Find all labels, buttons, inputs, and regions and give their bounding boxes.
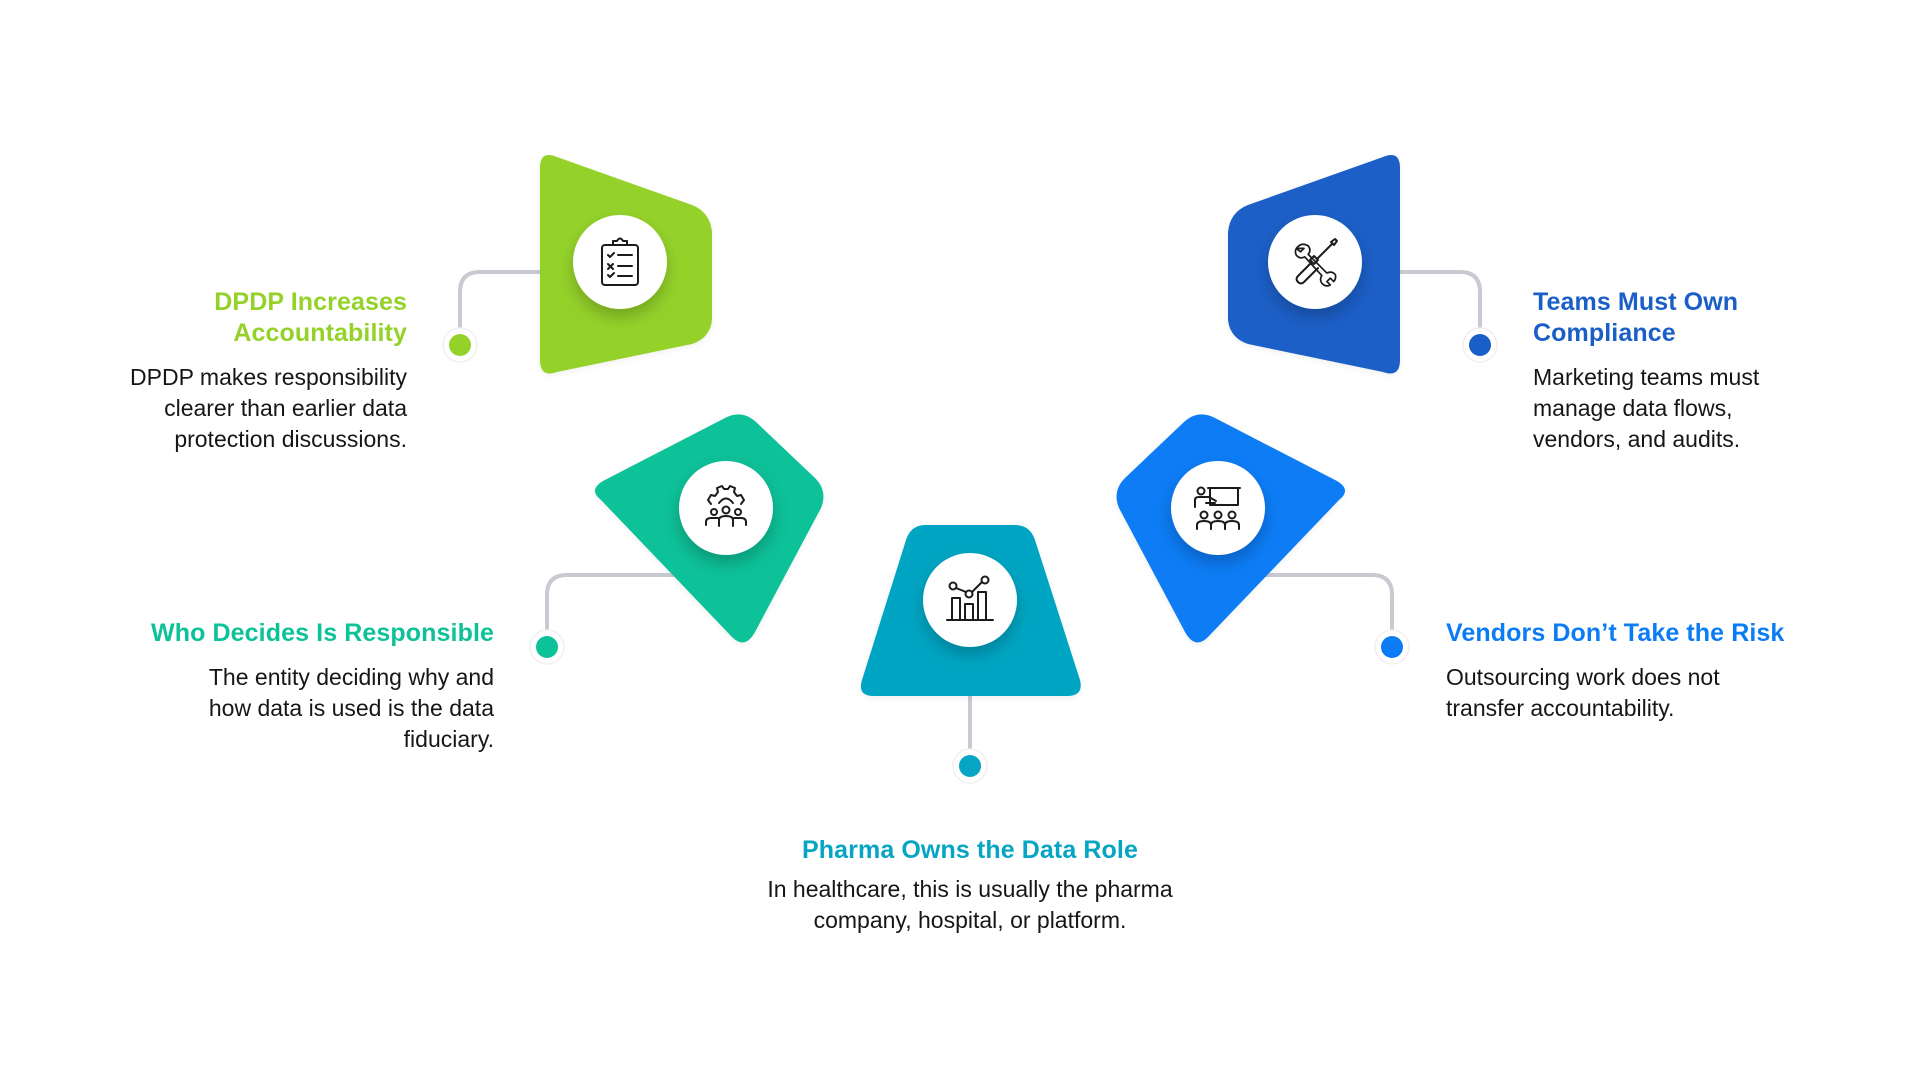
desc-line: fiduciary. [403,726,494,752]
icon-circle-who-decides [679,461,773,555]
endpoint-dot-vendors [1381,636,1403,658]
connectors [458,270,1482,754]
desc-line: protection discussions. [174,426,407,452]
icon-circle-pharma [923,553,1017,647]
endpoint-dot-pharma [959,755,981,777]
item-title: Teams Must Own Compliance [1533,287,1893,349]
item-description: Marketing teams must manage data flows, … [1533,362,1893,455]
connector-vendors [1260,573,1394,634]
icon-circle-accountability [573,215,667,309]
desc-line: The entity deciding why and [208,664,494,690]
desc-line: Marketing teams must [1533,364,1760,390]
title-line: Vendors Don’t Take the Risk [1446,619,1785,647]
desc-line: Outsourcing work does not [1446,664,1720,690]
item-title: DPDP Increases Accountability [47,287,407,349]
desc-line: manage data flows, [1533,395,1733,421]
endpoint-dot-teams [1469,334,1491,356]
endpoint-dot-who-decides [536,636,558,658]
desc-line: transfer accountability. [1446,695,1675,721]
tools-wrench-screwdriver-icon [1294,238,1338,287]
connector-teams [1393,270,1482,332]
endpoint-dots [442,327,1498,784]
presentation-training-icon [1194,486,1241,530]
title-line: Accountability [233,319,407,347]
analytics-chart-icon [946,575,994,621]
clipboard-checklist-icon [601,237,639,286]
title-line: Compliance [1533,319,1676,347]
item-description: The entity deciding why and how data is … [74,662,494,755]
desc-line: company, hospital, or platform. [813,907,1127,933]
item-who-decides: Who Decides Is Responsible The entity de… [74,618,494,755]
item-accountability: DPDP Increases Accountability DPDP makes… [47,287,407,455]
endpoint-dot-accountability [449,334,471,356]
item-title: Vendors Don’t Take the Risk [1446,618,1866,649]
item-description: In healthcare, this is usually the pharm… [710,874,1230,936]
connector-accountability [458,270,547,332]
item-teams: Teams Must Own Compliance Marketing team… [1533,287,1893,455]
connector-who-decides [545,573,682,634]
title-line: Teams Must Own [1533,288,1739,316]
desc-line: In healthcare, this is usually the pharm… [767,876,1173,902]
icon-circle-vendors [1171,461,1265,555]
desc-line: how data is used is the data [208,695,494,721]
item-pharma: Pharma Owns the Data Role In healthcare,… [710,835,1230,936]
team-gear-icon [705,485,747,527]
item-title: Pharma Owns the Data Role [710,835,1230,866]
title-line: Who Decides Is Responsible [151,619,494,647]
title-line: Pharma Owns the Data Role [802,836,1138,864]
title-line: DPDP Increases [214,288,407,316]
desc-line: DPDP makes responsibility [130,364,407,390]
item-description: Outsourcing work does not transfer accou… [1446,662,1866,724]
desc-line: vendors, and audits. [1533,426,1741,452]
item-title: Who Decides Is Responsible [74,618,494,649]
desc-line: clearer than earlier data [164,395,407,421]
item-description: DPDP makes responsibility clearer than e… [47,362,407,455]
item-vendors: Vendors Don’t Take the Risk Outsourcing … [1446,618,1866,724]
